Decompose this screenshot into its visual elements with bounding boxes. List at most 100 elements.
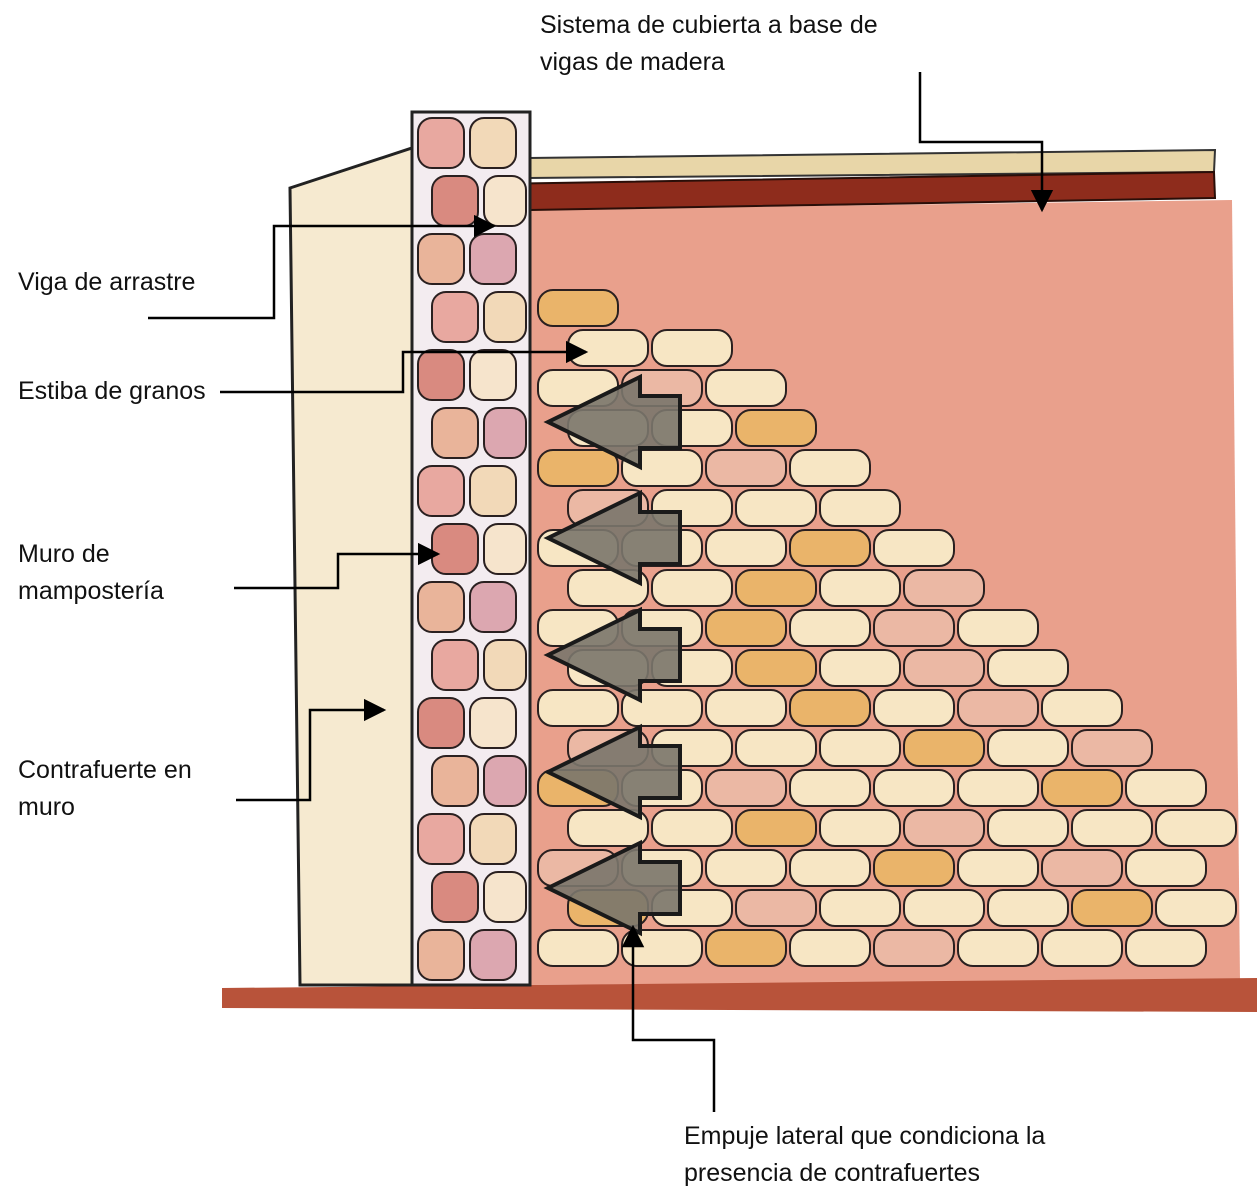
grain-sack: [706, 530, 786, 566]
grain-sack: [706, 450, 786, 486]
thrust-label-line-1: Empuje lateral que condiciona la: [684, 1118, 1045, 1155]
grain-sack: [736, 890, 816, 926]
masonry-stone: [418, 466, 464, 516]
grain-label-line-1: Estiba de granos: [18, 373, 206, 410]
grain-sack: [820, 570, 900, 606]
masonry-stone: [470, 698, 516, 748]
masonry-stone: [470, 582, 516, 632]
grain-sack: [904, 650, 984, 686]
beam-label: Viga de arrastre: [18, 264, 195, 301]
grain-sack: [706, 850, 786, 886]
grain-sack: [706, 690, 786, 726]
grain-sack: [874, 610, 954, 646]
grain-sack: [538, 450, 618, 486]
masonry-stone: [470, 118, 516, 168]
masonry-stone: [470, 350, 516, 400]
grain-sack: [1126, 930, 1206, 966]
grain-sack: [790, 770, 870, 806]
grain-sack: [874, 850, 954, 886]
grain-sack: [790, 610, 870, 646]
grain-sack: [538, 290, 618, 326]
grain-sack: [988, 810, 1068, 846]
grain-sack: [988, 650, 1068, 686]
grain-sack: [736, 810, 816, 846]
grain-sack: [790, 450, 870, 486]
grain-sack: [904, 570, 984, 606]
grain-sack: [790, 690, 870, 726]
grain-sack: [790, 930, 870, 966]
masonry-stone: [470, 930, 516, 980]
masonry-stone: [418, 234, 464, 284]
roof-system-label: Sistema de cubierta a base de vigas de m…: [540, 7, 878, 81]
masonry-stone: [432, 292, 478, 342]
masonry-stone: [418, 814, 464, 864]
masonry-stone: [432, 524, 478, 574]
masonry-stone: [432, 176, 478, 226]
grain-sack: [652, 330, 732, 366]
masonry-stone: [484, 524, 526, 574]
grain-sack: [1042, 930, 1122, 966]
roof-system-label-line-1: Sistema de cubierta a base de: [540, 7, 878, 44]
grain-sack: [874, 930, 954, 966]
masonry-stone: [470, 466, 516, 516]
buttress-label-line-1: Contrafuerte en: [18, 752, 192, 789]
masonry-stone: [418, 930, 464, 980]
grain-sack: [820, 810, 900, 846]
masonry-stone: [484, 408, 526, 458]
wall-label-line-1: Muro de: [18, 536, 164, 573]
grain-sack: [538, 690, 618, 726]
masonry-stone: [470, 814, 516, 864]
buttress-label-line-2: muro: [18, 789, 192, 826]
grain-sack: [1072, 730, 1152, 766]
masonry-stone: [470, 234, 516, 284]
buttress-label: Contrafuerte en muro: [18, 752, 192, 826]
masonry-stones: [418, 118, 526, 980]
grain-sack: [538, 930, 618, 966]
grain-sack: [1042, 690, 1122, 726]
grain-sack: [1156, 890, 1236, 926]
masonry-stone: [484, 176, 526, 226]
grain-sack: [820, 650, 900, 686]
wall-label-line-2: mampostería: [18, 573, 164, 610]
grain-sack: [706, 610, 786, 646]
masonry-stone: [418, 350, 464, 400]
grain-sack: [904, 730, 984, 766]
grain-sack: [958, 770, 1038, 806]
grain-label: Estiba de granos: [18, 373, 206, 410]
grain-sack: [706, 370, 786, 406]
masonry-stone: [432, 872, 478, 922]
grain-sack: [736, 650, 816, 686]
grain-sack: [820, 890, 900, 926]
grain-sack: [988, 730, 1068, 766]
grain-sack: [790, 530, 870, 566]
grain-sack: [706, 770, 786, 806]
grain-sack: [568, 330, 648, 366]
grain-sack: [652, 810, 732, 846]
grain-sack: [988, 890, 1068, 926]
grain-sack: [874, 690, 954, 726]
roof-system-label-line-2: vigas de madera: [540, 44, 878, 81]
grain-sack: [958, 690, 1038, 726]
grain-sack: [958, 930, 1038, 966]
thrust-label: Empuje lateral que condiciona la presenc…: [684, 1118, 1045, 1192]
grain-sack: [958, 610, 1038, 646]
masonry-stone: [432, 756, 478, 806]
masonry-stone: [432, 640, 478, 690]
masonry-stone: [432, 408, 478, 458]
grain-sack: [736, 570, 816, 606]
grain-sack: [736, 490, 816, 526]
grain-sack: [904, 890, 984, 926]
grain-sack: [1126, 770, 1206, 806]
masonry-stone: [484, 292, 526, 342]
masonry-stone: [418, 698, 464, 748]
grain-sack: [1042, 850, 1122, 886]
grain-sack: [1072, 810, 1152, 846]
wall-label: Muro de mampostería: [18, 536, 164, 610]
grain-sack: [904, 810, 984, 846]
thrust-label-line-2: presencia de contrafuertes: [684, 1155, 1045, 1192]
grain-sack: [1072, 890, 1152, 926]
grain-sack: [820, 730, 900, 766]
grain-sack: [790, 850, 870, 886]
